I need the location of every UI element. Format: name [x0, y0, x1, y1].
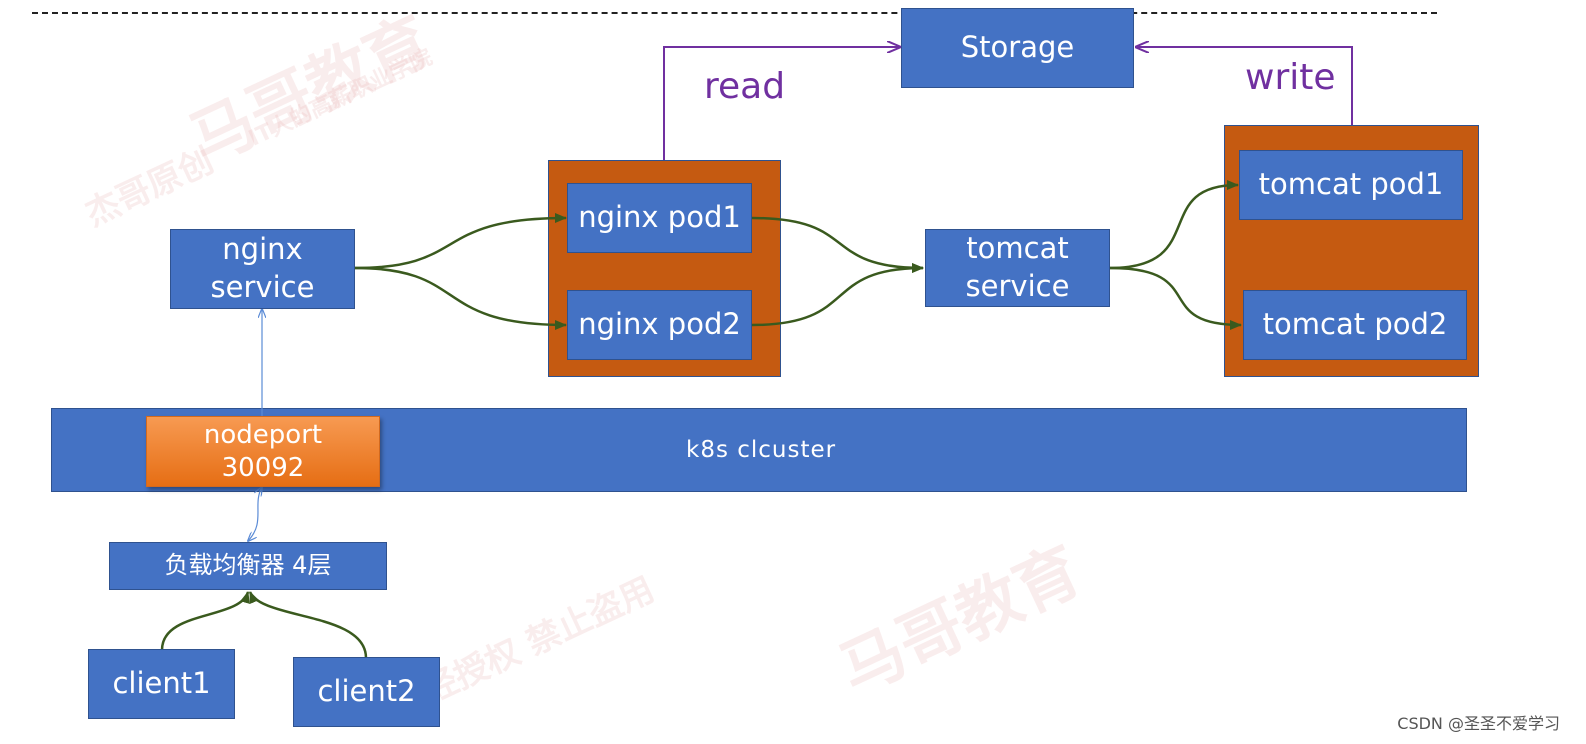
edge-nginx-service-to-pod2	[354, 266, 567, 330]
client1-node: client1	[88, 649, 235, 719]
nginx-pod1-node: nginx pod1	[567, 183, 752, 253]
nodeport-box: nodeport 30092	[146, 416, 380, 487]
edge-read-to-storage	[663, 47, 900, 160]
tomcat-service-label: tomcat service	[965, 231, 1070, 303]
nginx-pod2-node: nginx pod2	[567, 290, 752, 360]
edge-nginx-pod2-to-tomcat-service	[751, 263, 924, 327]
storage-label: Storage	[960, 30, 1075, 65]
load-balancer-node: 负载均衡器 4层	[109, 542, 387, 590]
client2-label: client2	[317, 674, 416, 709]
nginx-service-node: nginx service	[170, 229, 355, 309]
storage-node: Storage	[901, 8, 1134, 88]
nodeport-number: 30092	[221, 452, 305, 483]
k8s-cluster-label: k8s clcuster	[686, 437, 837, 463]
edge-tomcat-service-to-pod1	[1109, 180, 1239, 270]
nginx-pod1-label: nginx pod1	[578, 200, 741, 235]
client2-node: client2	[293, 657, 440, 727]
tomcat-pod2-label: tomcat pod2	[1262, 307, 1448, 342]
edge-write-to-storage	[1136, 47, 1353, 125]
load-balancer-label: 负载均衡器 4层	[164, 551, 332, 580]
edge-nginx-pod1-to-tomcat-service	[751, 216, 924, 273]
read-label: read	[704, 66, 786, 107]
nginx-pod2-label: nginx pod2	[578, 307, 741, 342]
edge-loadbalancer-nodeport	[248, 487, 262, 541]
tomcat-pod2-node: tomcat pod2	[1243, 290, 1467, 360]
tomcat-pod1-node: tomcat pod1	[1239, 150, 1463, 220]
credit-text: CSDN @圣圣不爱学习	[1397, 714, 1560, 733]
nodeport-label: nodeport	[203, 420, 323, 450]
nginx-service-label: nginx service	[210, 232, 315, 304]
edge-client2-to-loadbalancer	[248, 591, 368, 659]
write-label: write	[1245, 57, 1336, 98]
edge-client1-to-loadbalancer	[160, 591, 250, 651]
client1-label: client1	[112, 666, 211, 701]
tomcat-service-node: tomcat service	[925, 229, 1110, 307]
edge-nginx-service-to-pod1	[354, 213, 567, 270]
dashed-divider	[32, 12, 1437, 14]
edge-tomcat-service-to-pod2	[1109, 266, 1242, 330]
tomcat-pod1-label: tomcat pod1	[1258, 167, 1444, 202]
